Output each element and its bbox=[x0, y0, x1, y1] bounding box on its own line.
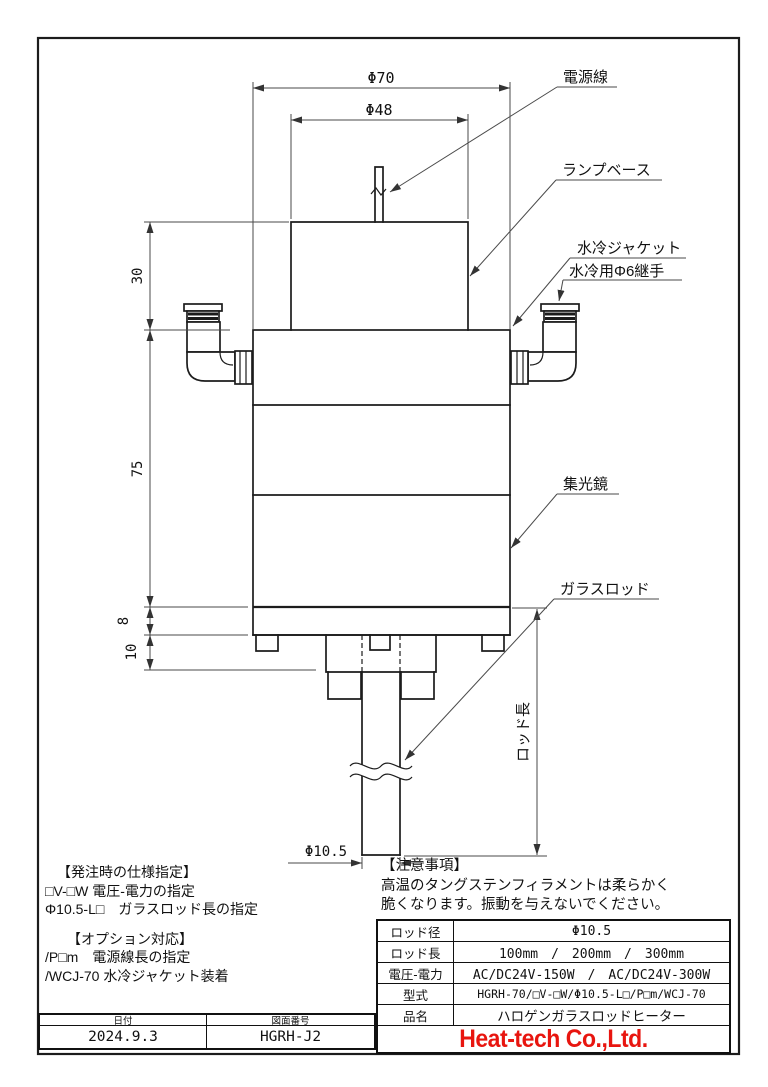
caution-title: 【注意事項】 bbox=[381, 858, 468, 874]
ordering-spec-line1: □V-□W 電圧-電力の指定 bbox=[45, 882, 195, 899]
dim-rod-dia-text: Φ10.5 bbox=[305, 844, 347, 860]
date-label: 日付 bbox=[40, 1015, 207, 1027]
caution-line2: 脆くなります。振動を与えないでください。 bbox=[381, 897, 670, 913]
power-cord-outline bbox=[370, 166, 387, 223]
dim-75-text: 75 bbox=[130, 461, 146, 478]
rod-mount-outline bbox=[325, 634, 437, 700]
jacket-outline bbox=[252, 329, 511, 636]
company-logo: Heat-tech Co.,Ltd. bbox=[378, 1024, 729, 1053]
row-value-rod-dia: Φ10.5 bbox=[571, 923, 612, 939]
option-line1: /P□m 電源線長の指定 bbox=[45, 949, 191, 965]
dim-rod-length: ロッド長 bbox=[404, 607, 547, 857]
option-line2: /WCJ-70 水冷ジャケット装着 bbox=[45, 967, 229, 984]
row-value-model: HGRH-70/□V-□W/Φ10.5-L□/P□m/WCJ-70 bbox=[477, 987, 706, 1001]
dim-phi48-text: Φ48 bbox=[365, 101, 392, 119]
dim-8-text: 8 bbox=[116, 617, 132, 625]
dim-phi48: Φ48 bbox=[290, 101, 469, 219]
ordering-spec-note: 【発注時の仕様指定】 □V-□W 電圧-電力の指定 Φ10.5-L□ ガラスロッ… bbox=[45, 863, 375, 985]
leader-condenser-mirror: 集光鏡 bbox=[510, 475, 619, 549]
lamp-base-outline bbox=[290, 221, 469, 331]
row-label-rod-dia: ロッド径 bbox=[378, 921, 454, 941]
table-row: 電圧-電力 AC/DC24V-150W / AC/DC24V-300W bbox=[378, 963, 729, 984]
leader-water-fitting: 水冷用Φ6継手 bbox=[557, 263, 682, 302]
option-title: 【オプション対応】 bbox=[67, 930, 193, 947]
leader-lamp-base: ランプベース bbox=[469, 162, 662, 277]
row-label-product-name: 品名 bbox=[378, 1005, 454, 1025]
sheet-frame bbox=[36, 36, 741, 1056]
row-value-rod-length: 100mm / 200mm / 300mm bbox=[498, 946, 685, 962]
table-row: 型式 HGRH-70/□V-□W/Φ10.5-L□/P□m/WCJ-70 bbox=[378, 984, 729, 1005]
leader-water-jacket: 水冷ジャケット bbox=[512, 240, 686, 327]
left-elbow-fitting bbox=[183, 303, 253, 385]
dim-rod-length-text: ロッド長 bbox=[515, 702, 532, 762]
rod-break-symbol bbox=[349, 762, 413, 781]
row-label-model: 型式 bbox=[378, 984, 454, 1004]
row-value-voltage-power: AC/DC24V-150W / AC/DC24V-300W bbox=[472, 967, 711, 983]
label-condenser-mirror: 集光鏡 bbox=[563, 475, 608, 493]
row-label-rod-length: ロッド長 bbox=[378, 942, 454, 962]
date-value: 2024.9.3 bbox=[40, 1026, 207, 1048]
spec-table: ロッド径 Φ10.5 ロッド長 100mm / 200mm / 300mm 電圧… bbox=[376, 919, 731, 1054]
table-row: 品名 ハロゲンガラスロッドヒーター bbox=[378, 1005, 729, 1026]
caution-note: 【注意事項】 高温のタングステンフィラメントは柔らかく 脆くなります。振動を与え… bbox=[381, 857, 736, 916]
dim-rod-dia: Φ10.5 bbox=[288, 844, 424, 869]
table-row: ロッド長 100mm / 200mm / 300mm bbox=[378, 942, 729, 963]
drawing-number-label: 図面番号 bbox=[207, 1015, 374, 1027]
table-row: ロッド径 Φ10.5 bbox=[378, 921, 729, 942]
right-elbow-fitting bbox=[510, 303, 580, 385]
label-glass-rod: ガラスロッド bbox=[560, 581, 650, 598]
dim-10-text: 10 bbox=[124, 644, 140, 661]
row-value-product-name: ハロゲンガラスロッドヒーター bbox=[497, 1009, 686, 1024]
leader-glass-rod: ガラスロッド bbox=[404, 581, 659, 761]
dim-30-text: 30 bbox=[130, 268, 146, 285]
label-power-cord: 電源線 bbox=[563, 69, 608, 86]
ordering-spec-title: 【発注時の仕様指定】 bbox=[57, 864, 197, 880]
label-water-fitting: 水冷用Φ6継手 bbox=[569, 263, 664, 280]
drawing-number-value: HGRH-J2 bbox=[259, 1029, 322, 1045]
row-label-voltage-power: 電圧-電力 bbox=[378, 963, 454, 983]
dim-left-chain: 30 75 8 10 bbox=[116, 221, 316, 671]
dim-phi70: Φ70 bbox=[252, 69, 511, 329]
ordering-spec-line2: Φ10.5-L□ ガラスロッド長の指定 bbox=[45, 901, 259, 917]
title-block: 日付 図面番号 2024.9.3 HGRH-J2 bbox=[38, 1013, 376, 1050]
company-logo-text: Heat-tech Co.,Ltd. bbox=[459, 1024, 648, 1053]
label-water-jacket: 水冷ジャケット bbox=[577, 240, 681, 257]
glass-rod-outline bbox=[361, 671, 401, 856]
label-lamp-base: ランプベース bbox=[562, 162, 651, 179]
flange-outline bbox=[252, 634, 511, 652]
leader-power-cord: 電源線 bbox=[389, 69, 617, 193]
caution-line1: 高温のタングステンフィラメントは柔らかく bbox=[381, 877, 670, 894]
dim-phi70-text: Φ70 bbox=[367, 69, 394, 87]
